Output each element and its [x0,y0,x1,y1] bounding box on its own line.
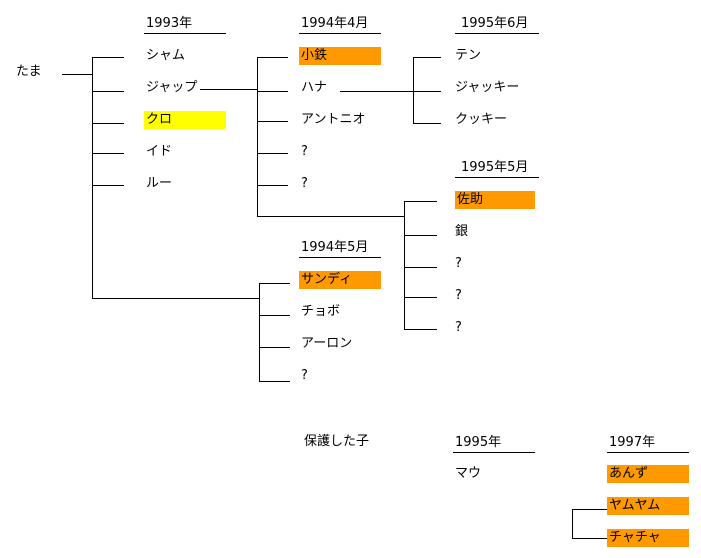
kitten-1993-1: シャム [146,48,186,63]
kitten-1994may-2: チョボ [301,304,341,319]
kitten-1993-2: ジャップ [146,80,198,95]
header-1995-jun: 1995年6月 [455,15,539,34]
header-1993: 1993年 [144,15,226,34]
kitten-1994apr-1: 小鉄 [299,47,381,65]
rescued-1995-1: マウ [455,466,482,481]
kitten-1995jun-1: テン [455,48,482,63]
header-rescued-1997: 1997年 [607,434,689,453]
header-1994-apr: 1994年4月 [299,15,381,34]
header-rescued-1995: 1995年 [453,434,535,453]
rescued-title: 保護した子 [304,434,370,449]
root-cat-tama: たま [16,64,42,79]
kitten-1994may-4: ? [301,368,308,383]
header-1995-may: 1995年5月 [455,159,539,178]
kitten-1995may-4: ? [455,288,462,303]
kitten-1994apr-3: アントニオ [301,112,366,127]
kitten-1993-4: イド [146,144,173,159]
kitten-1994apr-5: ? [301,176,308,191]
rescued-1997-1: あんず [607,465,689,483]
kitten-1994may-3: アーロン [301,336,353,351]
kitten-1995may-2: 銀 [455,224,469,239]
kitten-1994apr-4: ? [301,144,308,159]
kitten-1995may-3: ? [455,256,462,271]
header-1994-may: 1994年5月 [299,239,381,258]
rescued-1997-2: ヤムヤム [607,497,689,515]
kitten-1994may-1: サンディ [299,271,381,289]
kitten-1993-3: クロ [144,111,226,129]
kitten-1994apr-2: ハナ [301,80,328,95]
kitten-1995may-5: ? [455,320,462,335]
kitten-1995jun-3: クッキー [455,112,508,127]
kitten-1995jun-2: ジャッキー [455,80,520,95]
kitten-1993-5: ルー [146,176,173,191]
kitten-1995may-1: 佐助 [455,191,535,209]
rescued-1997-3: チャチャ [607,529,689,547]
